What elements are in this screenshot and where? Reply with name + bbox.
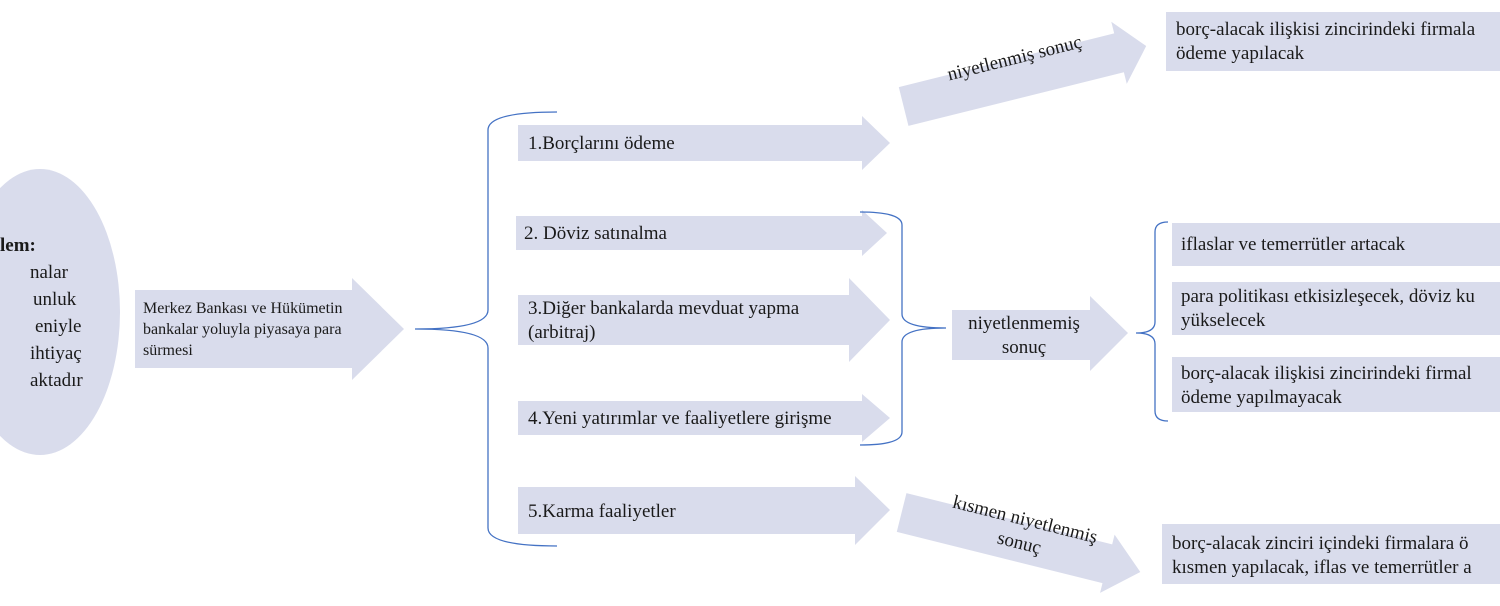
option-label-5: 5.Karma faaliyetler — [528, 501, 676, 522]
problem-heading: lem: — [0, 235, 36, 256]
option-arrow-shape-2 — [516, 210, 887, 256]
option-arrow-shape-4 — [518, 394, 890, 442]
unintended-result-box-2 — [1172, 282, 1500, 335]
action-arrow-shape — [135, 278, 404, 380]
unintended-result-text-2: para politikası etkisizleşecek, döviz ku… — [1181, 286, 1475, 331]
unintended-result-text-3: borç-alacak ilişkisi zincirindeki firmal… — [1181, 363, 1472, 408]
partial-result-text: borç-alacak zinciri içindeki firmalara ö… — [1172, 533, 1472, 578]
problem-line-4: ihtiyaç — [30, 343, 82, 364]
option-arrow-shape-3 — [518, 278, 890, 362]
option-arrow-shape-5 — [518, 476, 890, 545]
option-label-1: 1.Borçlarını ödeme — [528, 133, 675, 154]
partial-result-box — [1162, 524, 1500, 584]
problem-line-5: aktadır — [30, 370, 83, 391]
intended-result-text: borç-alacak ilişkisi zincirindeki firmal… — [1176, 19, 1476, 64]
option-label-2: 2. Döviz satınalma — [524, 223, 667, 244]
problem-ellipse — [0, 169, 120, 455]
option-label-4: 4.Yeni yatırımlar ve faaliyetlere girişm… — [528, 408, 832, 429]
unintended-arrow-shape — [952, 296, 1128, 371]
unintended-result-box-1 — [1172, 223, 1500, 266]
unintended-result-text-1: iflaslar ve temerrütler artacak — [1181, 234, 1406, 255]
unintended-result-box-3 — [1172, 357, 1500, 412]
option-arrow-shape-1 — [518, 116, 890, 170]
problem-line-3: eniyle — [35, 316, 82, 337]
options-brace — [414, 111, 558, 547]
unintended-results-brace — [1135, 221, 1169, 422]
unintended-group-brace — [859, 211, 947, 446]
intended-result-box — [1166, 12, 1500, 71]
option-label-3: 3.Diğer bankalarda mevduat yapma (arbitr… — [528, 298, 800, 343]
action-label: Merkez Bankası ve Hükümetin bankalar yol… — [143, 300, 343, 359]
problem-line-2: unluk — [33, 289, 77, 310]
intended-arrow-shape — [898, 21, 1147, 126]
problem-line-1: nalar — [30, 262, 68, 283]
unintended-label: niyetlenmemiş sonuç — [968, 313, 1080, 358]
partial-arrow-shape — [896, 493, 1141, 593]
